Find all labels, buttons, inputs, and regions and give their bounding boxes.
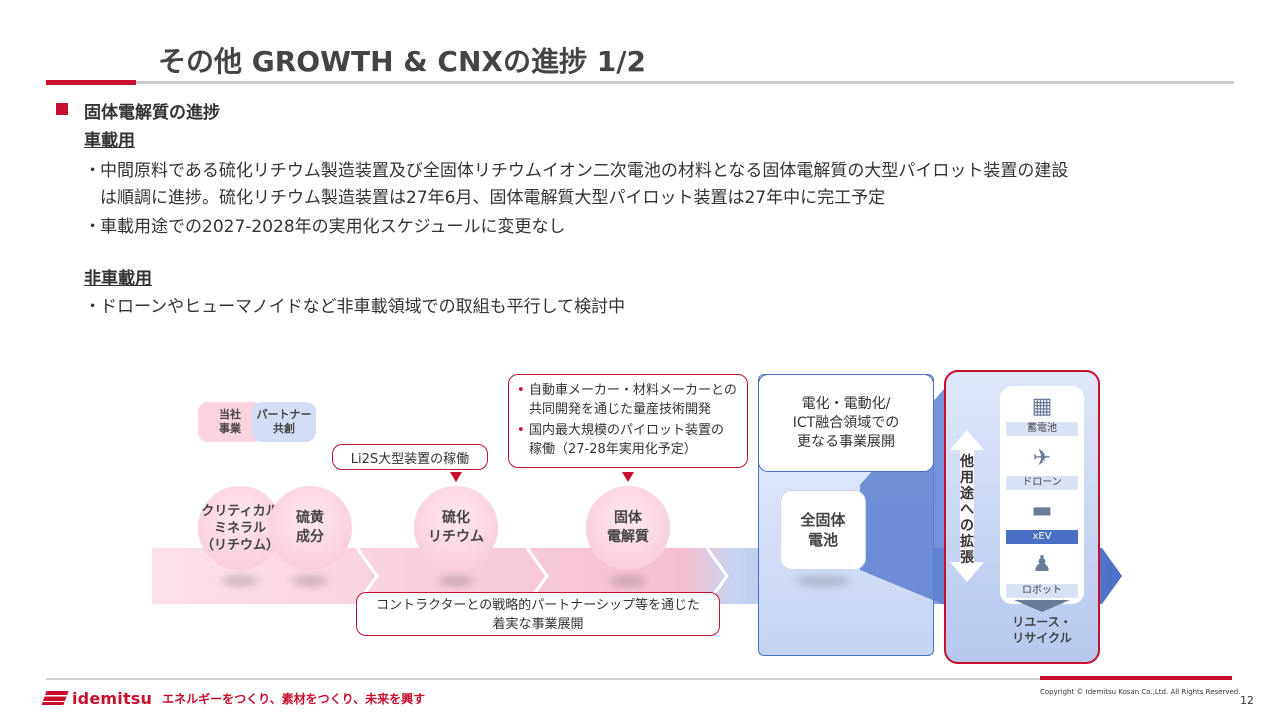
development-callout: •自動車メーカー・材料メーカーとの 共同開発を通じた量産技術開発 •国内最大規模…	[508, 374, 748, 468]
non-automotive-bullet-1: ・ドローンやヒューマノイドなど非車載領域での取組も平行して検討中	[84, 294, 625, 321]
bullet-text: 中間原料である硫化リチウム製造装置及び全固体リチウムイオン二次電池の材料となる固…	[100, 161, 1069, 181]
bullet-text: 車載用途での2027-2028年の実用化スケジュールに変更なし	[100, 217, 566, 237]
ict-expansion-callout: 電化・電動化/ ICT融合領域での 更なる事業展開	[758, 374, 934, 472]
logo-wordmark: idemitsu	[72, 688, 153, 708]
robot-icon: ♟	[1032, 551, 1052, 577]
slide-title: その他 GROWTH & CNXの進捗 1/2	[158, 45, 646, 78]
stage-shadow	[796, 576, 850, 586]
dev-bullet-1: •自動車メーカー・材料メーカーとの 共同開発を通じた量産技術開発	[517, 383, 737, 417]
stage-shadow	[292, 576, 328, 586]
bullet-marker: ・	[84, 161, 101, 181]
page-number: 12	[1240, 694, 1254, 707]
legend-own-business: 当社 事業	[198, 402, 262, 442]
idemitsu-logo-icon	[41, 691, 69, 705]
footer-accent	[1040, 676, 1232, 680]
section-marker-icon	[56, 103, 68, 115]
app-label-drone: ドローン	[1006, 476, 1078, 490]
section-heading: 固体電解質の進捗	[84, 103, 220, 123]
automotive-bullet-2: ・車載用途での2027-2028年の実用化スケジュールに変更なし	[84, 214, 565, 241]
footer-divider	[46, 678, 1232, 680]
contractor-callout: コントラクターとの戦略的パートナーシップ等を通じた 着実な事業展開	[356, 592, 720, 636]
reuse-recycle-label: リユース・ リサイクル	[1012, 615, 1072, 645]
dev-bullet-2: •国内最大規模のパイロット装置の 稼働（27-28年実用化予定）	[517, 423, 725, 457]
stage-shadow	[438, 576, 474, 586]
bullet-marker: ・	[84, 297, 101, 317]
automotive-bullet-1: ・中間原料である硫化リチウム製造装置及び全固体リチウムイオン二次電池の材料となる…	[84, 158, 1068, 212]
battery-storage-icon: ▦	[1031, 393, 1053, 419]
li2s-arrow-icon	[450, 472, 462, 482]
stage-shadow	[222, 576, 258, 586]
dev-bullet-text: 自動車メーカー・材料メーカーとの 共同開発を通じた量産技術開発	[529, 383, 737, 417]
car-icon: ▬	[1031, 497, 1053, 523]
expansion-label: 他 用 途 へ の 拡 張	[960, 454, 974, 566]
stage-all-solid-battery: 全固体 電池	[780, 490, 866, 570]
bullet-text-continued: は順調に進捗。硫化リチウム製造装置は27年6月、固体電解質大型パイロット装置は2…	[100, 188, 886, 208]
stage-solid-electrolyte: 固体 電解質	[586, 486, 670, 570]
logo-tagline: エネルギーをつくり、素材をつくり、未来を興す	[162, 691, 426, 706]
bullet-text: ドローンやヒューマノイドなど非車載領域での取組も平行して検討中	[100, 297, 626, 317]
li2s-callout: Li2S大型装置の稼働	[332, 444, 488, 470]
app-label-xev: xEV	[1006, 530, 1078, 544]
legend-partner: パートナー 共創	[252, 402, 316, 442]
automotive-heading: 車載用	[84, 131, 135, 151]
title-accent-bar	[46, 80, 136, 85]
bullet-marker: ・	[84, 217, 101, 237]
stage-sulfur: 硫黄 成分	[268, 486, 352, 570]
dev-bullet-text: 国内最大規模のパイロット装置の 稼働（27-28年実用化予定）	[529, 423, 725, 457]
non-automotive-heading: 非車載用	[84, 269, 152, 289]
title-divider	[136, 81, 1234, 84]
stage-lithium-sulfide: 硫化 リチウム	[414, 486, 498, 570]
down-chevron-icon	[1014, 600, 1070, 612]
copyright-notice: Copyright © Idemitsu Kosan Co.,Ltd. All …	[1040, 688, 1241, 696]
drone-icon: ✈	[1032, 445, 1052, 471]
stage-critical-mineral: クリティカル ミネラル （リチウム）	[198, 486, 282, 570]
app-label-storage: 蓄電池	[1006, 422, 1078, 436]
stage-shadow	[610, 576, 646, 586]
dev-arrow-icon	[622, 472, 634, 482]
app-label-robot: ロボット	[1006, 584, 1078, 598]
double-arrow-icon	[950, 430, 984, 582]
company-logo: idemitsu エネルギーをつくり、素材をつくり、未来を興す	[41, 688, 426, 708]
